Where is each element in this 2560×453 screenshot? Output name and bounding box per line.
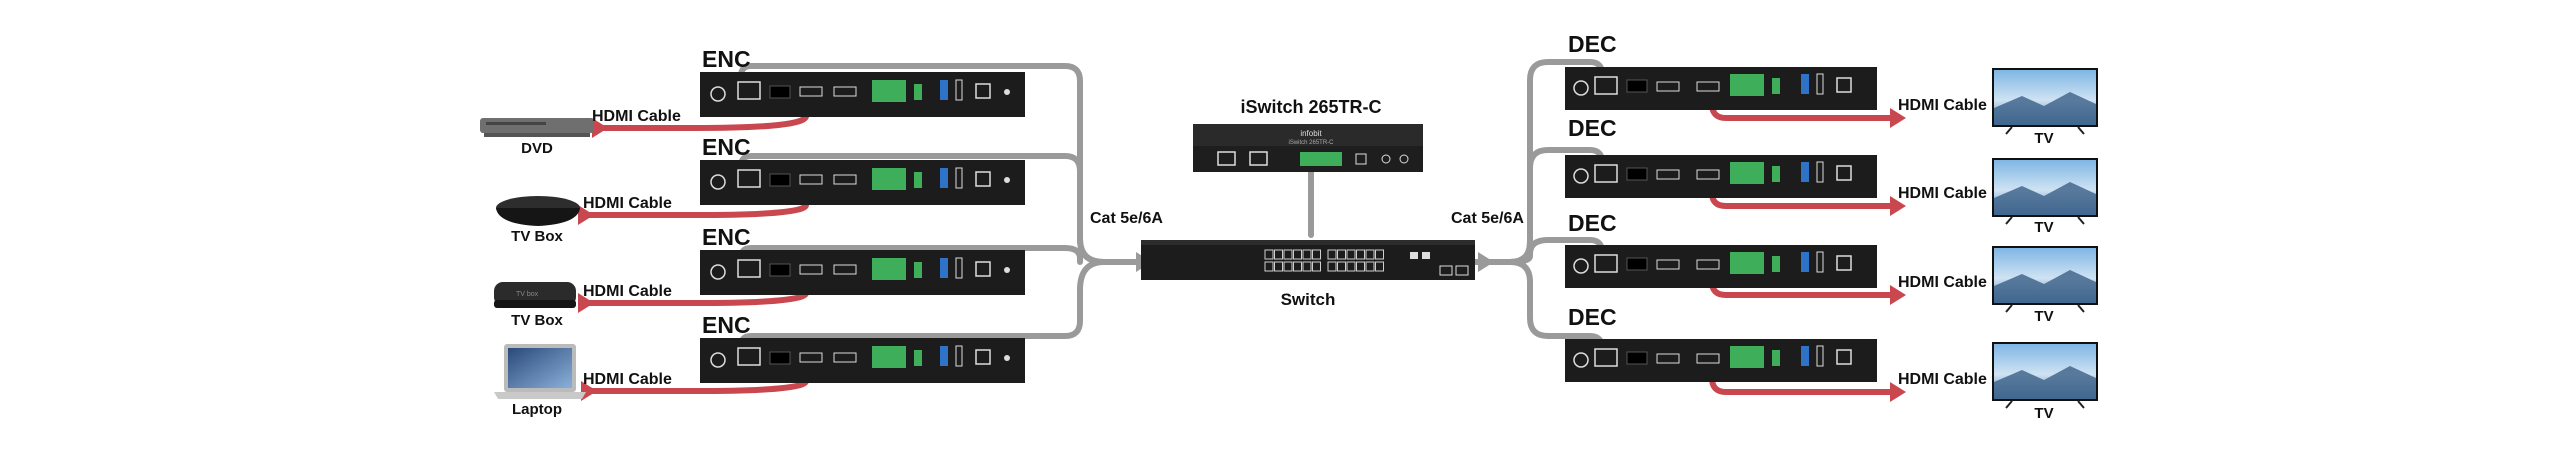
switch-port [1375,249,1384,260]
encoder-unit [700,250,1025,295]
network-cable-dec-3 [1507,237,1605,265]
display-label: TV [2034,130,2053,147]
switch-port [1264,249,1274,260]
switch-port [1327,261,1337,272]
switch-port [1274,261,1283,272]
encoder-label: ENC [702,312,751,338]
hdmi-cable-label: HDMI Cable [1898,97,1987,114]
hdmi-cable-label: HDMI Cable [1898,185,1987,202]
source-label: DVD [521,140,553,157]
source-label: TV Box [511,228,563,245]
laptop-icon [494,344,586,399]
tv-icon [1992,246,2098,313]
decoder-units [1565,67,1877,382]
switch-port [1264,261,1274,272]
hdmi-cable-src-2 [580,193,809,218]
hdmi-cable-labels-display: HDMI Cable HDMI Cable HDMI Cable HDMI Ca… [1898,97,1987,388]
display-label: TV [2034,405,2053,422]
decoder-unit [1565,155,1877,198]
decoder-label: DEC [1568,304,1617,330]
switch-port [1346,261,1356,272]
encoder-unit [700,72,1025,117]
network-cable-dec-2 [1507,147,1605,265]
decoder-labels: DEC DEC DEC DEC [1568,31,1617,330]
switch-port [1346,249,1356,260]
tv-box-icon [496,196,580,226]
switch-port [1356,261,1365,272]
switch-port [1283,249,1293,260]
tv-icon [1992,342,2098,409]
switch-port [1365,261,1375,272]
decoder-label: DEC [1568,210,1617,236]
encoder-unit [700,160,1025,205]
source-label: Laptop [512,401,562,418]
encoder-label: ENC [702,134,751,160]
switch-port [1312,249,1321,260]
decoder-unit [1565,67,1877,110]
switch-port [1356,249,1365,260]
hdmi-cable-label: HDMI Cable [1898,274,1987,291]
switch-port [1337,249,1346,260]
tv-box-icon: TV box [494,282,576,308]
encoder-units [700,72,1025,383]
switch-port [1312,261,1321,272]
iswitch-title: iSwitch 265TR-C [1240,97,1381,117]
iswitch-device: iSwitch 265TR-C infobit iSwitch 265TR-C [1193,97,1423,172]
hdmi-cable-label: HDMI Cable [1898,371,1987,388]
display-labels: TV TV TV TV [2034,130,2053,422]
hdmi-cable-label: HDMI Cable [583,283,672,300]
decoder-label: DEC [1568,115,1617,141]
switch-port [1302,249,1312,260]
display-label: TV [2034,308,2053,325]
network-cable-enc-2 [738,153,1107,265]
iswitch-model: iSwitch 265TR-C [1288,140,1334,146]
cat-cable-label-right: Cat 5e/6A [1451,210,1524,227]
iswitch-brand: infobit [1300,129,1322,138]
encoder-label: ENC [702,224,751,250]
hdmi-cable-label: HDMI Cable [592,108,681,125]
switch-port [1365,249,1375,260]
tv-icon [1992,68,2098,135]
switch-port [1283,261,1293,272]
switch-label: Switch [1281,290,1336,309]
arrow-out-of-switch [1478,252,1494,272]
hdmi-cable-label: HDMI Cable [583,195,672,212]
switch-port [1302,261,1312,272]
switch-port [1337,261,1346,272]
decoder-unit [1565,339,1877,382]
network-switch [1141,240,1475,280]
encoder-label: ENC [702,46,751,72]
encoder-labels: ENC ENC ENC ENC [702,46,751,338]
decoder-unit [1565,245,1877,288]
cat-cable-label-left: Cat 5e/6A [1090,210,1163,227]
hdmi-cable-label: HDMI Cable [583,371,672,388]
switch-port [1293,261,1302,272]
switch-port [1293,249,1302,260]
encoder-unit [700,338,1025,383]
hdmi-cable-labels-source: HDMI Cable HDMI Cable HDMI Cable HDMI Ca… [583,108,681,388]
switch-port [1327,249,1337,260]
source-labels: DVD TV Box TV Box Laptop [511,140,563,418]
svg-text:TV box: TV box [516,291,539,298]
hdmi-arrowheads [578,108,1906,402]
hdmi-cable-src-1 [593,105,809,131]
tv-icon [1992,158,2098,225]
dvd-player-icon [480,118,594,137]
switch-port [1274,249,1283,260]
switch-port [1375,261,1384,272]
decoder-label: DEC [1568,31,1617,57]
source-label: TV Box [511,312,563,329]
tv-icons [1992,68,2098,409]
display-label: TV [2034,219,2053,236]
